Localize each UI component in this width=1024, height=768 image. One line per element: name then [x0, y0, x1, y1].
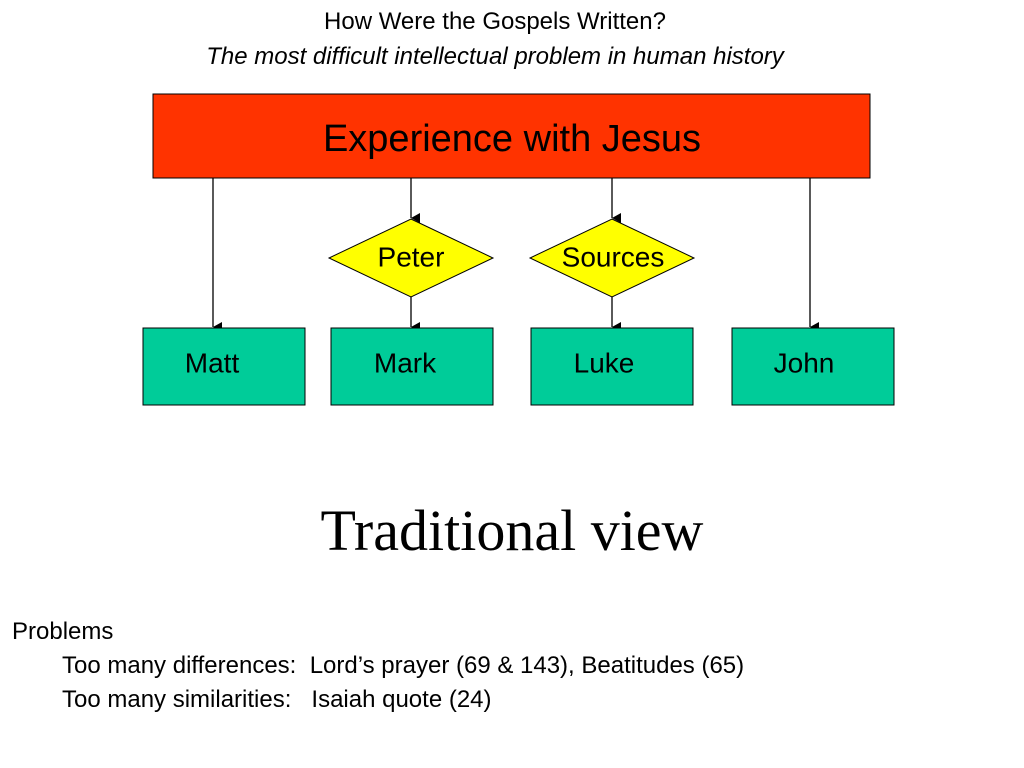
matt-box: [142, 327, 306, 406]
mark-box-label: Mark: [374, 347, 437, 378]
john-box: [731, 327, 895, 406]
problems-heading: Problems: [12, 618, 114, 645]
experience-box: [152, 93, 871, 179]
slide-title: How Were the Gospels Written?: [324, 8, 666, 35]
luke-box: [530, 327, 694, 406]
sources-diamond-label: Sources: [562, 241, 665, 272]
gospel-origin-diagram: Experience with Jesus Peter Sources Matt…: [142, 93, 895, 406]
sources-diamond: [528, 218, 696, 298]
luke-box-label: Luke: [574, 347, 635, 378]
problem-item-similarities: Too many similarities: Isaiah quote (24): [62, 686, 492, 713]
slide-subtitle: The most difficult intellectual problem …: [206, 43, 784, 70]
experience-box-label: Experience with Jesus: [323, 118, 701, 160]
mark-box: [330, 327, 494, 406]
john-box-label: John: [774, 347, 835, 378]
problem-item-differences: Too many differences: Lord’s prayer (69 …: [62, 652, 745, 679]
view-title: Traditional view: [320, 498, 704, 563]
matt-box-label: Matt: [185, 347, 240, 378]
peter-diamond-label: Peter: [378, 241, 445, 272]
problems-section: Problems Too many differences: Lord’s pr…: [12, 615, 744, 717]
peter-diamond: [327, 218, 495, 298]
